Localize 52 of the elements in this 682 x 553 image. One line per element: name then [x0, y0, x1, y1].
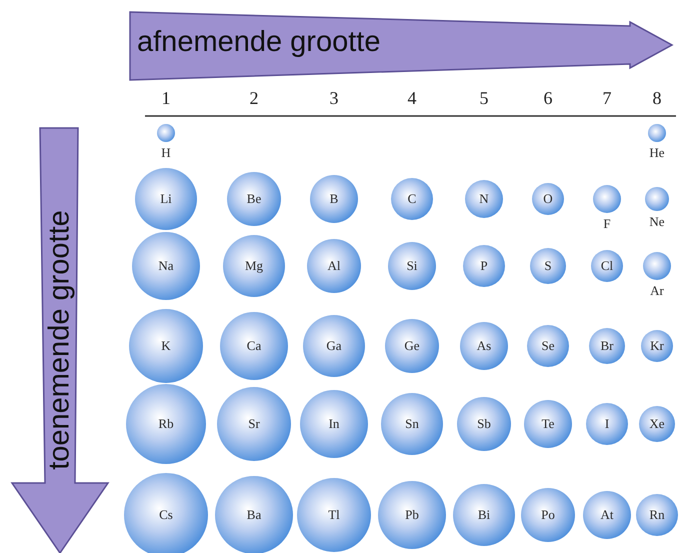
element-symbol: K: [161, 339, 171, 353]
element-symbol: Se: [542, 339, 554, 353]
element-symbol: Sr: [248, 417, 260, 431]
element-symbol: Li: [160, 192, 172, 206]
element-symbol: N: [479, 192, 489, 206]
group-number: 4: [408, 88, 416, 109]
element-symbol: Te: [542, 417, 554, 431]
element-symbol: Rb: [158, 417, 174, 431]
element-symbol: Kr: [650, 339, 664, 353]
element-symbol: Rn: [649, 508, 665, 522]
element-symbol: Cl: [600, 259, 614, 273]
element-symbol: B: [330, 192, 338, 206]
element-symbol: Tl: [328, 508, 340, 522]
element-symbol: F: [603, 217, 611, 231]
element-symbol: Ca: [246, 339, 262, 353]
element-symbol: H: [161, 146, 171, 160]
element-symbol: P: [480, 259, 488, 273]
element-symbol: Bi: [478, 508, 490, 522]
element-symbol: Xe: [649, 417, 665, 431]
element-symbol: Br: [600, 339, 614, 353]
element-symbol: Sb: [477, 417, 491, 431]
element-symbol: Be: [246, 192, 262, 206]
element-symbol: Ne: [649, 215, 665, 229]
group-number: 8: [652, 88, 662, 109]
element-symbol: Al: [328, 259, 340, 273]
group-number: 6: [544, 88, 552, 109]
group-number: 2: [250, 88, 258, 109]
group-number: 5: [480, 88, 488, 109]
element-symbol: Cs: [159, 508, 173, 522]
element-symbol: In: [328, 417, 340, 431]
element-symbol: Sn: [405, 417, 419, 431]
element-symbol: S: [544, 259, 552, 273]
element-symbol: Mg: [244, 259, 264, 273]
element-symbol: Pb: [405, 508, 419, 522]
group-number: 3: [330, 88, 338, 109]
element-symbol: Ba: [246, 508, 262, 522]
element-symbol: Ga: [326, 339, 342, 353]
element-symbol: Ar: [650, 284, 664, 298]
element-symbol: He: [649, 146, 665, 160]
element-symbol: Po: [541, 508, 555, 522]
element-symbol: C: [408, 192, 416, 206]
group-number: 1: [162, 88, 170, 109]
element-symbol: Na: [158, 259, 174, 273]
element-symbol: Ge: [404, 339, 420, 353]
element-symbol: O: [543, 192, 553, 206]
element-symbol: As: [476, 339, 492, 353]
element-symbol: At: [600, 508, 614, 522]
arrow-label: afnemende grootte: [137, 26, 380, 59]
group-number: 7: [602, 88, 612, 109]
element-symbol: I: [604, 417, 610, 431]
arrow-label: toenemende grootte: [44, 210, 76, 470]
element-symbol: Si: [406, 259, 418, 273]
